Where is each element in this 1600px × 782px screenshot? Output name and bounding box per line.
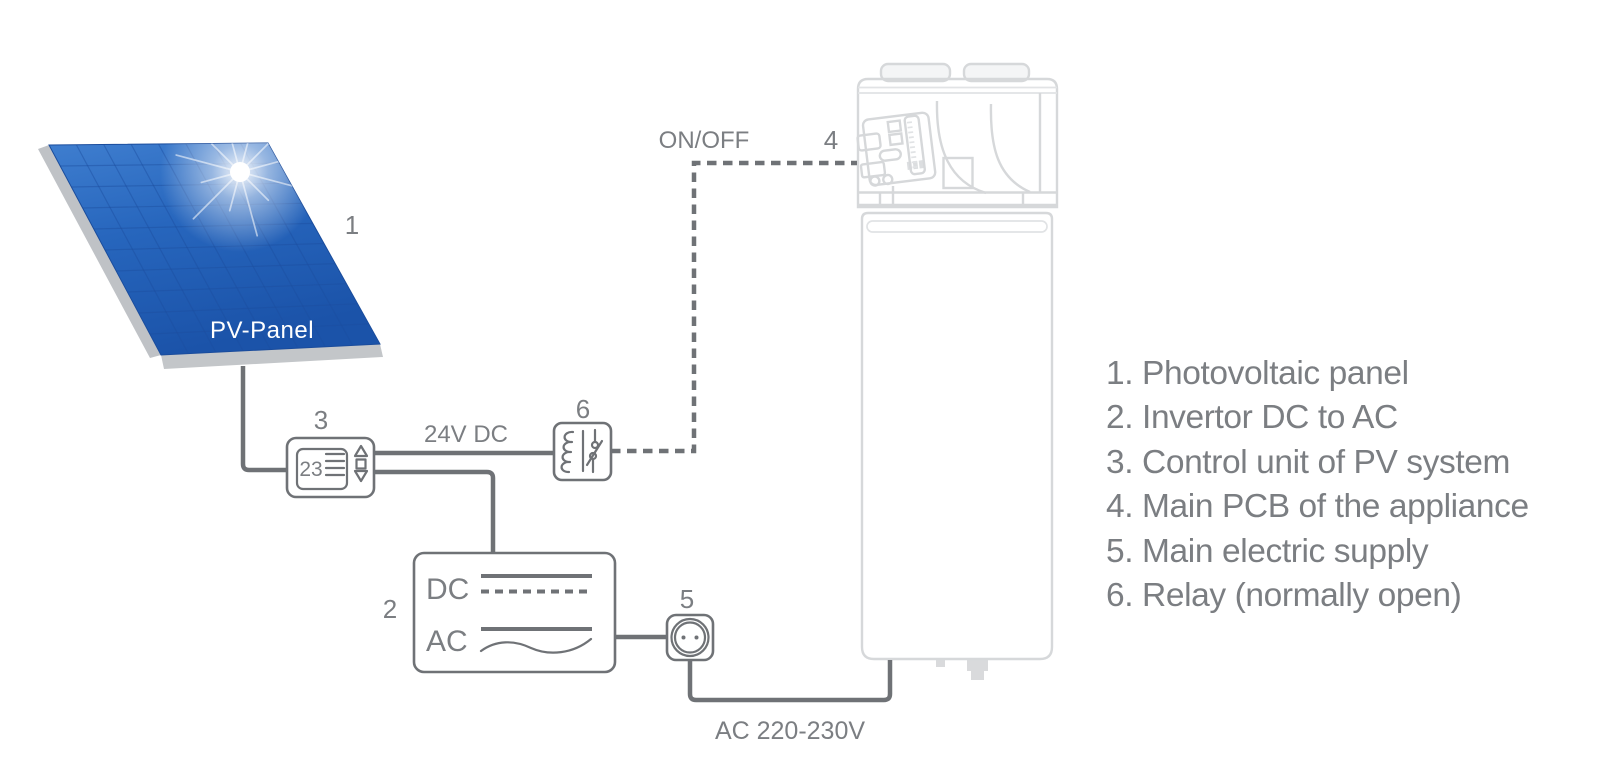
- panel-frame-front: [161, 344, 383, 369]
- sun-glare: [160, 143, 320, 252]
- pcb-terminal-2: [882, 173, 894, 186]
- panel-grid-line: [75, 144, 189, 354]
- socket-pin-right: [694, 635, 699, 640]
- legend: 1. Photovoltaic panel 2. Invertor DC to …: [1106, 352, 1529, 618]
- controller-menu-icon: [324, 452, 346, 477]
- legend-item-4: 4. Main PCB of the appliance: [1106, 488, 1529, 526]
- pcb-connector-2: [859, 160, 887, 179]
- pcb-chip-1: [886, 119, 903, 134]
- sun-ray: [175, 154, 241, 173]
- fan-shroud-curves: [935, 100, 1031, 195]
- panel-grid-line: [127, 283, 347, 293]
- pcb-relay-part: [878, 148, 902, 162]
- callout-3-controller: 3: [314, 405, 328, 435]
- inverter-dc-label: DC: [426, 573, 469, 606]
- tank-top-seam: [866, 220, 1048, 233]
- relay-contact-top: [590, 440, 600, 450]
- legend-item-6: 6. Relay (normally open): [1106, 577, 1462, 615]
- panel-grid-line: [103, 144, 217, 353]
- wire-controller-to-inverter: [374, 469, 496, 553]
- relay-contact-bottom: [588, 451, 598, 461]
- pv-panel-label: PV-Panel: [210, 317, 314, 344]
- sun-ray: [192, 171, 241, 220]
- socket-pin-left: [681, 635, 686, 640]
- tank-body: [860, 211, 1054, 661]
- appliance-heat-pump: [856, 62, 1059, 680]
- callout-4-main-pcb: 4: [824, 125, 838, 155]
- controller-display: [295, 447, 349, 491]
- panel-grid-line: [116, 263, 336, 272]
- mains-socket: [665, 613, 715, 662]
- ac-sine-wave: [479, 637, 593, 654]
- pcb-board: [861, 111, 937, 187]
- wire-socket-to-appliance: [687, 660, 893, 703]
- callout-1-panel: 1: [345, 210, 359, 240]
- socket-outer-ring: [670, 617, 710, 658]
- sun-ray: [239, 171, 259, 237]
- arrow-up-icon: [353, 444, 369, 458]
- air-duct-cap-left: [879, 62, 952, 83]
- legend-item-2: 2. Invertor DC to AC: [1106, 399, 1398, 437]
- sun-ray: [239, 143, 288, 173]
- arrow-down-icon: [353, 469, 369, 483]
- inverter-ac-label: AC: [426, 625, 468, 658]
- compressor-box: [942, 156, 974, 190]
- controller-display-value: 23: [299, 458, 322, 481]
- legend-item-3: 3. Control unit of PV system: [1106, 443, 1511, 481]
- pv-panel: PV-Panel: [38, 142, 383, 369]
- callout-6-relay: 6: [576, 394, 590, 424]
- panel-frame-left: [38, 145, 161, 358]
- callout-5-supply: 5: [680, 584, 694, 614]
- legend-item-1: 1. Photovoltaic panel: [1106, 355, 1409, 392]
- main-pcb-sketch: [856, 111, 937, 187]
- air-duct-cap-right: [962, 62, 1031, 83]
- onoff-signal-label: ON/OFF: [659, 127, 750, 154]
- legend-item-5: 5. Main electric supply: [1106, 532, 1429, 570]
- pcb-connector-1: [856, 132, 882, 152]
- wire-relay-onoff-signal: [611, 160, 857, 454]
- sun-ray: [221, 143, 241, 173]
- mains-voltage-label: AC 220-230V: [715, 717, 865, 745]
- relay-coil-icon: [560, 430, 575, 474]
- panel-grid-line: [130, 143, 244, 352]
- pcb-terminal-1: [869, 175, 881, 187]
- bottom-pipe-fittings: [936, 659, 988, 680]
- socket-inner-ring: [673, 621, 707, 654]
- inverter-box: [412, 551, 617, 674]
- pv-control-unit: 23: [285, 436, 376, 499]
- appliance-head-unit: [856, 77, 1059, 209]
- callout-2-inverter: 2: [383, 594, 397, 624]
- wire-panel-to-controller: [240, 366, 287, 473]
- head-top-seams: [858, 86, 1057, 94]
- inverter: DC AC: [412, 551, 617, 674]
- pcb-chip-2: [888, 132, 904, 147]
- pcb-pins: [906, 121, 918, 169]
- relay: [552, 421, 613, 482]
- panel-grid-line: [149, 323, 369, 335]
- select-square-icon: [355, 458, 367, 470]
- head-bottom-band: [858, 93, 1057, 207]
- pcb-pin-header: [903, 114, 926, 176]
- panel-grid-line: [138, 303, 358, 314]
- voltage-dc-label: 24V DC: [424, 421, 508, 448]
